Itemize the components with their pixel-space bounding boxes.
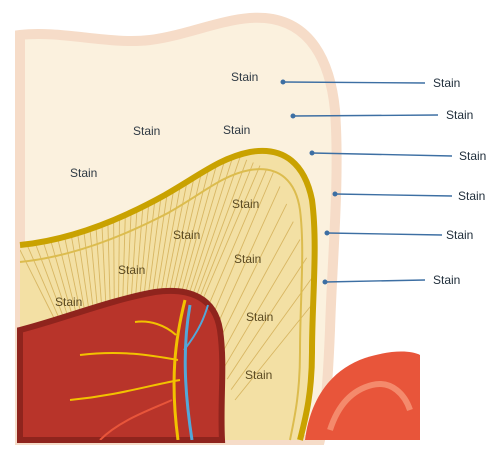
pointer-dot-4 [333,192,337,196]
label-stain-dentin-1: Stain [232,197,259,211]
label-stain-dentin-7: Stain [245,368,272,382]
label-stain-dentin-5: Stain [55,295,82,309]
label-stain-outer-3: Stain [459,149,486,163]
label-stain-outer-6: Stain [433,273,460,287]
pointer-line-1 [283,82,425,83]
pointer-dot-6 [323,280,327,284]
pointer-dot-2 [291,114,295,118]
pointer-line-4 [335,194,452,196]
label-stain-outer-4: Stain [458,189,485,203]
label-stain-dentin-6: Stain [246,310,273,324]
label-stain-outer-1: Stain [433,76,460,90]
pointer-line-6 [325,280,425,282]
pointer-dot-3 [310,151,314,155]
label-stain-enamel-far-left: Stain [70,166,97,180]
label-stain-enamel-center: Stain [223,123,250,137]
pointer-line-2 [293,115,438,116]
label-stain-dentin-3: Stain [234,252,261,266]
pointer-dot-5 [325,231,329,235]
label-stain-dentin-2: Stain [173,228,200,242]
label-stain-outer-2: Stain [446,108,473,122]
pointer-dot-1 [281,80,285,84]
pointer-line-5 [327,233,442,235]
label-stain-enamel-top: Stain [231,70,258,84]
label-stain-outer-5: Stain [446,228,473,242]
label-stain-enamel-left: Stain [133,124,160,138]
label-stain-dentin-4: Stain [118,263,145,277]
